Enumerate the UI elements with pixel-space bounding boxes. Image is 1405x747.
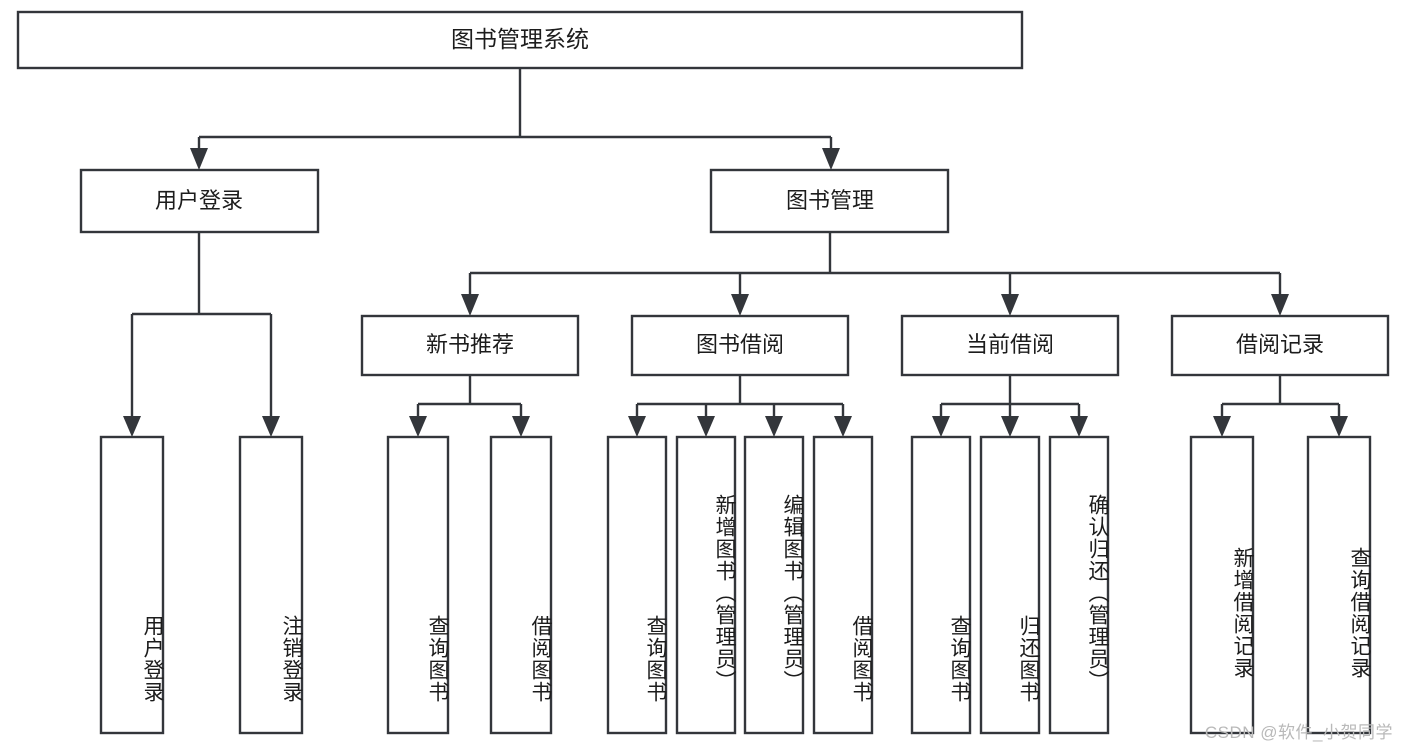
leaf-box-new-book-2[interactable] [489, 435, 553, 735]
leaf-box-book-borrow-4[interactable] [812, 435, 874, 735]
arrow-record-leaf-2 [1330, 416, 1348, 437]
node-new-book-label: 新书推荐 [426, 332, 514, 357]
leaf-boxes [99, 435, 1372, 735]
node-borrow-record[interactable]: 借阅记录 [1170, 314, 1390, 377]
connector-group-book-manage [461, 232, 1289, 316]
node-book-manage-label: 图书管理 [786, 188, 874, 213]
leaf-box-current-borrow-2[interactable] [979, 435, 1041, 735]
leaf-box-book-borrow-3[interactable] [743, 435, 805, 735]
connector-group-user-login [123, 232, 280, 437]
node-borrow-record-box[interactable] [1170, 314, 1390, 377]
connector-group-borrow-record [1213, 375, 1348, 437]
leaf-box-user-login-1[interactable] [99, 435, 165, 735]
leaf-box-user-login-2[interactable] [238, 435, 304, 735]
leaf-box-current-borrow-3[interactable] [1048, 435, 1110, 735]
node-book-manage-box[interactable] [709, 168, 950, 234]
arrow-borrow-leaf-4 [834, 416, 852, 437]
csdn-watermark: CSDN @软件_小贺同学 [1204, 723, 1393, 742]
leaf-box-borrow-record-1[interactable] [1189, 435, 1255, 735]
leaf-box-book-borrow-2[interactable] [675, 435, 737, 735]
arrow-user-leaf-1 [123, 416, 141, 437]
leaf-box-borrow-record-2[interactable] [1306, 435, 1372, 735]
arrow-borrow-leaf-1 [628, 416, 646, 437]
node-current-borrow[interactable]: 当前借阅 [900, 314, 1120, 377]
arrow-books-to-new [461, 294, 479, 316]
arrow-books-to-borrow [731, 294, 749, 316]
arrow-root-to-user [190, 148, 208, 170]
leaf-box-current-borrow-1[interactable] [910, 435, 972, 735]
node-book-borrow[interactable]: 图书借阅 [630, 314, 850, 377]
node-root[interactable]: 图书管理系统 [16, 10, 1024, 70]
connector-group-current-borrow [932, 375, 1088, 437]
node-book-borrow-label: 图书借阅 [696, 332, 784, 357]
arrow-current-leaf-1 [932, 416, 950, 437]
arrow-borrow-leaf-2 [697, 416, 715, 437]
arrow-user-leaf-2 [262, 416, 280, 437]
node-root-box[interactable] [16, 10, 1024, 70]
connector-group-book-borrow [628, 375, 852, 437]
node-user-login[interactable]: 用户登录 [79, 168, 320, 234]
node-new-book[interactable]: 新书推荐 [360, 314, 580, 377]
node-book-borrow-box[interactable] [630, 314, 850, 377]
node-current-borrow-label: 当前借阅 [966, 332, 1054, 357]
node-new-book-box[interactable] [360, 314, 580, 377]
arrow-books-to-current [1001, 294, 1019, 316]
connector-group-new-book [409, 375, 530, 437]
arrow-current-leaf-3 [1070, 416, 1088, 437]
leaf-box-new-book-1[interactable] [386, 435, 450, 735]
node-root-label: 图书管理系统 [451, 26, 589, 52]
node-borrow-record-label: 借阅记录 [1236, 332, 1324, 357]
node-current-borrow-box[interactable] [900, 314, 1120, 377]
arrow-current-leaf-2 [1001, 416, 1019, 437]
arrow-root-to-books [822, 148, 840, 170]
arrow-books-to-record [1271, 294, 1289, 316]
node-user-login-box[interactable] [79, 168, 320, 234]
arrow-new-leaf-2 [512, 416, 530, 437]
arrow-borrow-leaf-3 [765, 416, 783, 437]
node-book-manage[interactable]: 图书管理 [709, 168, 950, 234]
arrow-record-leaf-1 [1213, 416, 1231, 437]
connector-group-root [190, 68, 840, 170]
arrow-new-leaf-1 [409, 416, 427, 437]
leaf-box-book-borrow-1[interactable] [606, 435, 668, 735]
node-user-login-label: 用户登录 [155, 188, 243, 213]
